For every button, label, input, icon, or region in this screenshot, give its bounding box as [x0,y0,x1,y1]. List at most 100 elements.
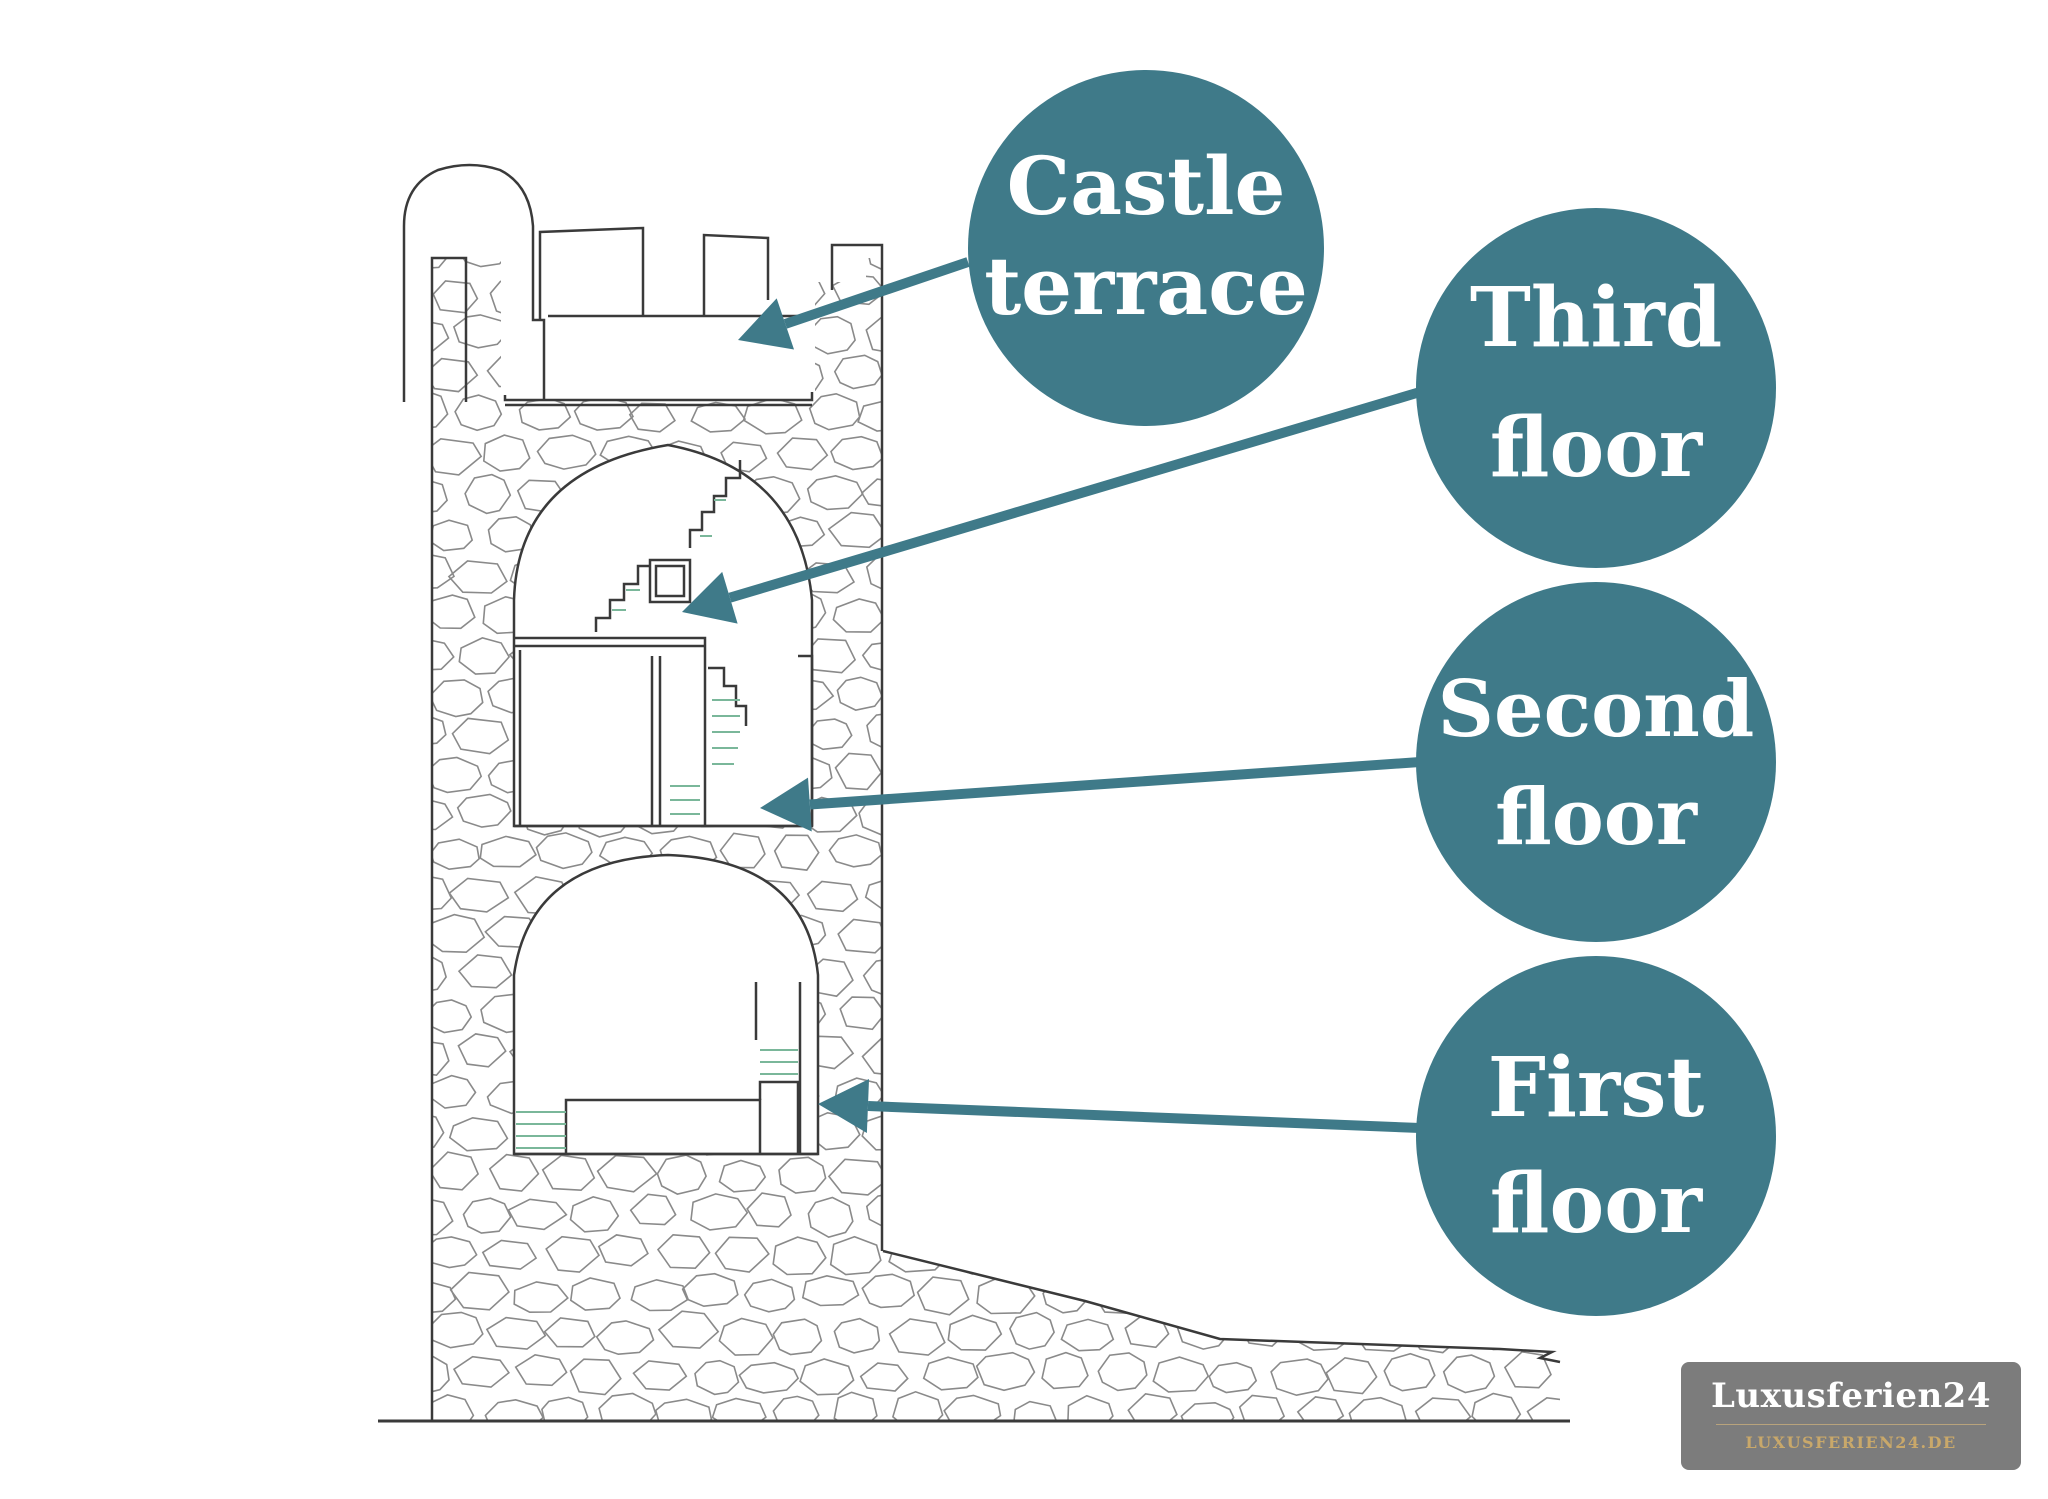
stone [738,1361,800,1394]
stone [897,676,944,708]
stone [447,560,508,594]
stone [536,434,597,470]
stone [1333,258,1383,274]
stone [1034,1196,1093,1234]
stone [1206,1278,1264,1313]
stone [772,1236,827,1276]
stone [632,1360,688,1391]
stone [597,1234,649,1267]
stone [1069,431,1116,468]
stone [432,280,479,314]
stone [1386,1275,1435,1316]
stone [806,474,864,511]
stone [432,357,479,393]
stone [950,759,1000,791]
stone [568,258,627,269]
stone [1383,1352,1436,1392]
stone [983,955,1032,989]
stone [888,1318,946,1356]
stone [1033,716,1088,756]
stone [888,1240,948,1273]
stone [954,351,1000,389]
stone [1348,1396,1407,1421]
stone [1188,997,1234,1036]
stone [1089,557,1145,593]
arrow-head-castle-terrace [738,298,795,350]
stone [432,552,456,590]
stone [1012,595,1059,635]
stone [1012,1400,1058,1421]
stone [1182,1072,1236,1110]
stone [572,316,632,356]
stone [452,1355,510,1388]
stone [1411,597,1459,629]
stone [432,258,449,270]
stone [975,473,1031,507]
stone [1267,798,1325,831]
stone [484,1398,545,1421]
stone [541,1154,596,1192]
stone [1031,956,1087,993]
stone [485,1316,547,1350]
stone [628,402,676,433]
stone [458,637,511,675]
stone [839,996,887,1031]
stone [891,1390,944,1421]
stone [1119,915,1173,952]
stone [865,1192,918,1229]
stone [893,1158,949,1195]
stone [740,258,800,277]
watermark-subtitle: LUXUSFERIEN24.DE [1745,1433,1957,1452]
stone [1503,1350,1552,1389]
stone [1146,477,1206,509]
stone [432,437,483,476]
stone [718,1317,774,1356]
stone [1096,872,1144,909]
stone [432,1394,475,1421]
stone [1320,1199,1380,1235]
stone [827,1158,889,1196]
stone [1237,838,1296,874]
stone [1326,957,1377,993]
stone [451,717,510,755]
stone [432,798,454,831]
stone [918,716,976,751]
stone [542,354,595,390]
stone [977,797,1028,830]
arrow-head-third-floor [682,571,738,624]
stone [1471,1392,1522,1421]
arrow-head-second-floor [760,777,812,832]
stone [432,999,473,1034]
stone [1154,961,1214,993]
stone [1097,1352,1148,1392]
stone [1270,471,1320,509]
stone [891,437,943,471]
stone [1292,916,1346,948]
stone [432,519,474,552]
stone [1208,1361,1258,1394]
stone [1120,517,1170,554]
stone [1350,677,1409,716]
stone [1067,594,1123,630]
stone [1036,1036,1093,1072]
stone [925,1115,974,1149]
stone [1158,874,1209,907]
label-line2: floor [1490,1156,1704,1252]
stone [948,1157,1003,1189]
stone [947,590,1001,629]
stone [923,797,970,834]
stone [1211,874,1259,908]
stone [1008,833,1062,867]
stone [1188,919,1234,951]
stone-texture [432,258,1560,1421]
stone [1353,992,1406,1031]
stone [1356,273,1409,307]
stone [1041,1351,1089,1390]
stone [1181,670,1228,711]
stone [1121,1074,1175,1112]
label-circle [1416,582,1776,942]
stone [457,258,512,268]
stone [1385,555,1438,594]
stone [432,679,484,718]
